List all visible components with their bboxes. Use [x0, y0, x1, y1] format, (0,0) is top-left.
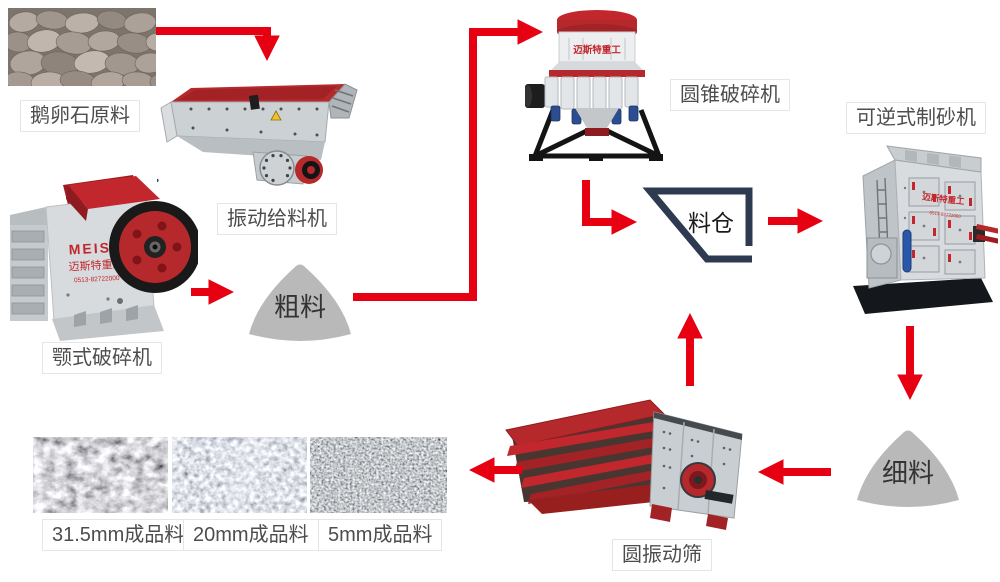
- raw-material-label: 鹅卵石原料: [20, 100, 140, 132]
- jaw-crusher-illustration: MEIST 迈斯特重工 0513-82722000: [10, 175, 198, 341]
- jaw-crusher-phone-text: 0513-82722000: [74, 275, 120, 284]
- fine-material-cone: 细料: [857, 430, 959, 507]
- sand-maker-label: 可逆式制砂机: [846, 102, 986, 134]
- arrow-raw-to-feeder: [156, 27, 280, 62]
- jaw-crusher-label: 颚式破碎机: [42, 342, 162, 374]
- arrow-cone-crusher-to-hopper: [582, 180, 638, 235]
- jaw-crusher-brand-cn-text: 迈斯特重工: [68, 257, 124, 274]
- fine-material-label: 细料: [882, 458, 934, 488]
- sand-maker-illustration: 迈斯特重工 0513-82722000: [853, 145, 998, 314]
- product-photo-1: [33, 437, 168, 513]
- cone-crusher-brand-text: 迈斯特重工: [573, 44, 621, 56]
- hopper-shape: [642, 187, 753, 263]
- product-photo-2: [172, 437, 307, 513]
- arrow-coarse-to-cone-crusher: [353, 19, 544, 301]
- vibrating-feeder-label: 振动给料机: [217, 203, 337, 235]
- product-photo-3: [310, 437, 447, 513]
- hopper-label: 料仓: [688, 210, 734, 236]
- cone-crusher-label: 圆锥破碎机: [670, 79, 790, 111]
- sand-maker-phone-text: 0513-82722000: [929, 210, 961, 219]
- product-label-1: 31.5mm成品料: [42, 519, 195, 551]
- coarse-material-label: 粗料: [274, 292, 326, 322]
- product-label-3: 5mm成品料: [318, 519, 443, 551]
- vibrating-feeder-illustration: [157, 83, 358, 186]
- cobblestone-photo: [8, 8, 156, 86]
- vibrating-screen-label: 圆振动筛: [612, 539, 712, 571]
- jaw-crusher-brand-text: MEIST: [68, 239, 122, 258]
- coarse-material-cone: 粗料: [249, 264, 351, 341]
- vibrating-screen-illustration: [505, 399, 743, 530]
- cone-crusher-illustration: 迈斯特重工: [525, 10, 663, 161]
